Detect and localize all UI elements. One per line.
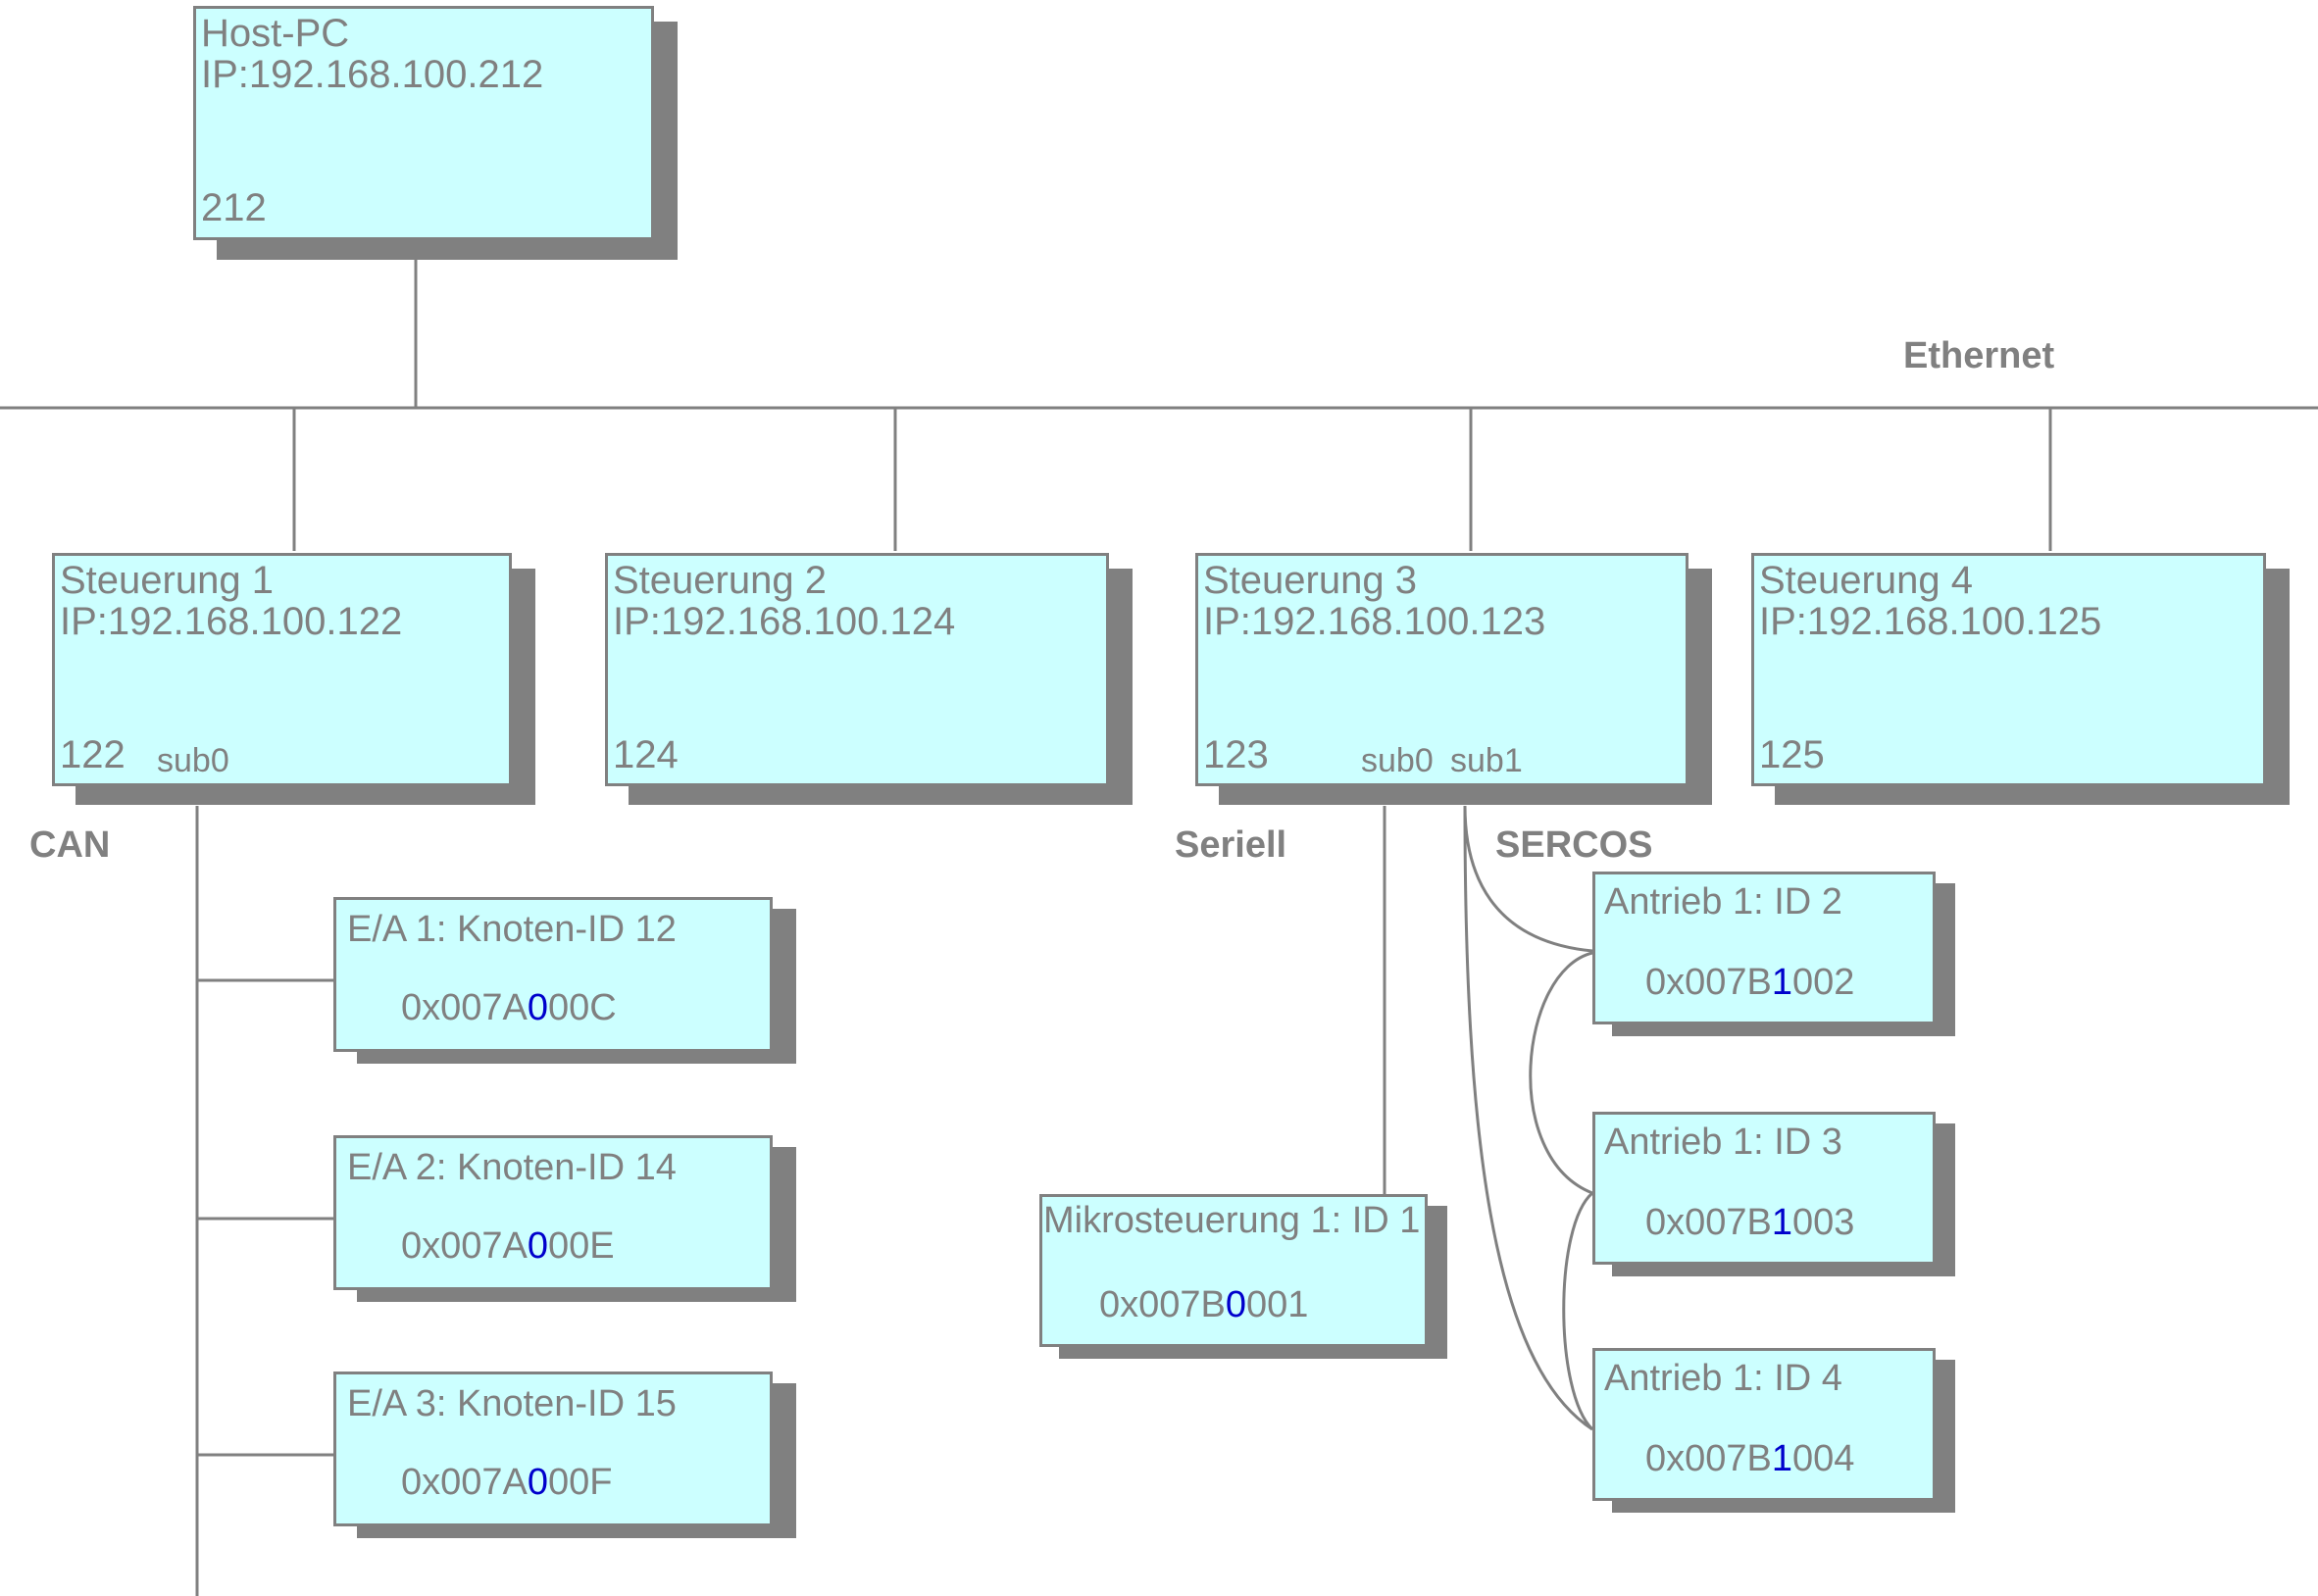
sercos-return-line <box>1463 805 1593 1431</box>
controller-3-name: Steuerung 3 <box>1203 559 1417 602</box>
io-device-3-address: 0x007A000F <box>401 1462 613 1503</box>
controller-2-ip: IP:192.168.100.124 <box>613 600 956 643</box>
drive-1-address: 0x007B1002 <box>1645 962 1855 1003</box>
host-name: Host-PC <box>201 12 350 55</box>
io-device-1-address: 0x007A000C <box>401 987 617 1028</box>
sercos-label: SERCOS <box>1495 824 1653 866</box>
controller-1-name: Steuerung 1 <box>60 559 274 602</box>
micro-controller-name: Mikrosteuerung 1: ID 1 <box>1043 1200 1421 1241</box>
io-device-3-name: E/A 3: Knoten-ID 15 <box>347 1383 677 1424</box>
controller-1-id: 122 <box>60 733 126 776</box>
drive-1-name: Antrieb 1: ID 2 <box>1604 881 1842 923</box>
controller-2-name: Steuerung 2 <box>613 559 827 602</box>
host-ip: IP:192.168.100.212 <box>201 53 544 96</box>
drive-3-name: Antrieb 1: ID 4 <box>1604 1358 1842 1399</box>
drive-3-address: 0x007B1004 <box>1645 1438 1855 1479</box>
controller-4-ip: IP:192.168.100.125 <box>1759 600 2102 643</box>
io-device-2-address: 0x007A000E <box>401 1225 615 1267</box>
controller-3-sub0-port: sub0 <box>1361 742 1434 779</box>
io-device-2-name: E/A 2: Knoten-ID 14 <box>347 1147 677 1188</box>
io-device-1-name: E/A 1: Knoten-ID 12 <box>347 909 677 950</box>
can-label: CAN <box>29 824 111 866</box>
controller-3-ip: IP:192.168.100.123 <box>1203 600 1546 643</box>
controller-4-id: 125 <box>1759 733 1825 776</box>
controller-3-id: 123 <box>1203 733 1269 776</box>
controller-3-sub1-port: sub1 <box>1450 742 1523 779</box>
host-id: 212 <box>201 186 267 229</box>
ethernet-label: Ethernet <box>1903 335 2055 376</box>
controller-4-name: Steuerung 4 <box>1759 559 1973 602</box>
micro-controller-address: 0x007B0001 <box>1099 1284 1309 1325</box>
controller-2-id: 124 <box>613 733 679 776</box>
sercos-ring-drive-2-to-3 <box>1562 1191 1594 1431</box>
serial-label: Seriell <box>1175 824 1287 866</box>
controller-1-sub0-port: sub0 <box>157 742 229 779</box>
controller-1-ip: IP:192.168.100.122 <box>60 600 403 643</box>
drive-2-name: Antrieb 1: ID 3 <box>1604 1122 1842 1163</box>
sercos-ring-drive-1-to-2 <box>1529 951 1593 1195</box>
drive-2-address: 0x007B1003 <box>1645 1202 1855 1243</box>
